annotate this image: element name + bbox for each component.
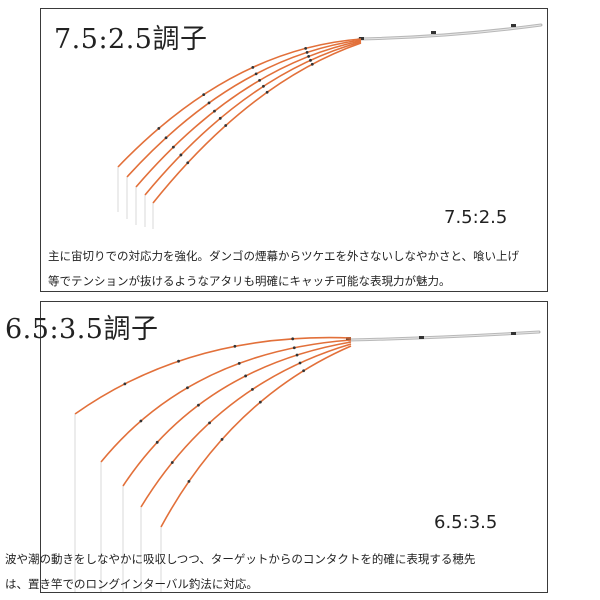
rod-tip-curve	[135, 40, 362, 188]
rod-guide	[186, 161, 190, 165]
rod-butt-highlight	[358, 24, 542, 40]
rod-guide	[218, 116, 222, 120]
rod-guide	[202, 93, 206, 97]
rod-guide	[187, 480, 191, 483]
rod-guide	[295, 353, 299, 357]
rod-tip-curve	[122, 341, 352, 487]
rod-tip-curve	[160, 345, 352, 528]
panel-description: 主に宙切りでの対応力を強化。ダンゴの煙幕からツケエを外さないしなやかさと、喰い上…	[48, 244, 519, 294]
ratio-label: 7.5:2.5	[444, 207, 508, 228]
rod-butt-section	[357, 23, 543, 41]
rod-guide	[310, 62, 314, 66]
rod-tip-curve	[144, 41, 362, 196]
description-line: 主に宙切りでの対応力を強化。ダンゴの煙幕からツケエを外さないしなやかさと、喰い上…	[48, 249, 520, 263]
rod-guide	[305, 50, 309, 54]
rod-guide	[262, 84, 265, 88]
rod-guide	[170, 461, 174, 464]
rod-guide	[208, 421, 211, 425]
rod-tip-curve	[126, 39, 362, 178]
rod-bend-illustration-7-5	[117, 23, 543, 229]
rod-guide	[254, 72, 258, 76]
description-line: 波や潮の動きをしなやかに吸収しつつ、ターゲットからのコンタクトを的確に表現する穂…	[5, 552, 476, 566]
rod-tip-curve	[117, 38, 362, 168]
rod-guide	[298, 361, 302, 365]
rod-guide	[224, 124, 228, 127]
rod-guide	[304, 46, 308, 50]
rod-guide	[157, 126, 161, 130]
rod-guide	[197, 403, 200, 407]
rod-guide	[258, 78, 261, 82]
rod-guide	[220, 438, 224, 441]
rod-guide	[251, 387, 254, 391]
rod-guide	[511, 24, 516, 27]
rod-guide	[258, 400, 262, 404]
rod-guide	[237, 361, 241, 365]
rod-guide	[186, 386, 189, 390]
rod-guide	[213, 109, 216, 113]
rod-guide	[292, 346, 296, 350]
rod-guide	[302, 369, 306, 373]
rod-action-panel-6-5: 6.5:3.5調子 6.5:3.5 波や潮の動きをしなやかに吸収しつつ、ターゲッ…	[5, 301, 548, 593]
rod-guide	[359, 37, 364, 40]
panel-title: 7.5:2.5調子	[54, 24, 208, 55]
rod-guide	[265, 90, 269, 94]
rod-bend-illustration-6-5	[74, 330, 541, 592]
rod-guide	[171, 145, 175, 149]
rod-guide	[309, 58, 312, 62]
rod-guide	[419, 336, 424, 339]
rod-guide	[251, 65, 255, 69]
rod-guide	[207, 101, 211, 105]
ratio-label: 6.5:3.5	[434, 512, 498, 533]
rod-guide	[155, 440, 159, 444]
rod-guide	[233, 344, 237, 348]
rod-tip-curve	[74, 336, 352, 415]
rod-guide	[177, 359, 180, 363]
rod-guide	[244, 374, 248, 378]
panel-description: 波や潮の動きをしなやかに吸収しつつ、ターゲットからのコンタクトを的確に表現する穂…	[5, 547, 475, 597]
rod-tip-curve	[100, 339, 352, 463]
rod-tip-curve	[140, 343, 352, 508]
rod-action-panel-7-5: 7.5:2.5調子 7.5:2.5 主に宙切りでの対応力を強化。ダンゴの煙幕から…	[40, 8, 548, 292]
rod-guide	[511, 332, 516, 335]
rod-guide	[431, 31, 436, 34]
rod-guide	[123, 382, 127, 386]
panel-title: 6.5:3.5調子	[5, 314, 159, 345]
rod-tip-curve	[152, 42, 362, 204]
description-line: は、置き竿でのロングインターバル釣法に対応。	[5, 577, 258, 591]
rod-guide	[291, 337, 295, 341]
rod-guide	[164, 136, 168, 140]
rod-guide	[307, 55, 311, 58]
rod-guide	[179, 153, 183, 157]
description-line: 等でテンションが抜けるようなアタリも明確にキャッチ可能な表現力が魅力。	[48, 274, 451, 288]
rod-guide	[139, 419, 143, 423]
